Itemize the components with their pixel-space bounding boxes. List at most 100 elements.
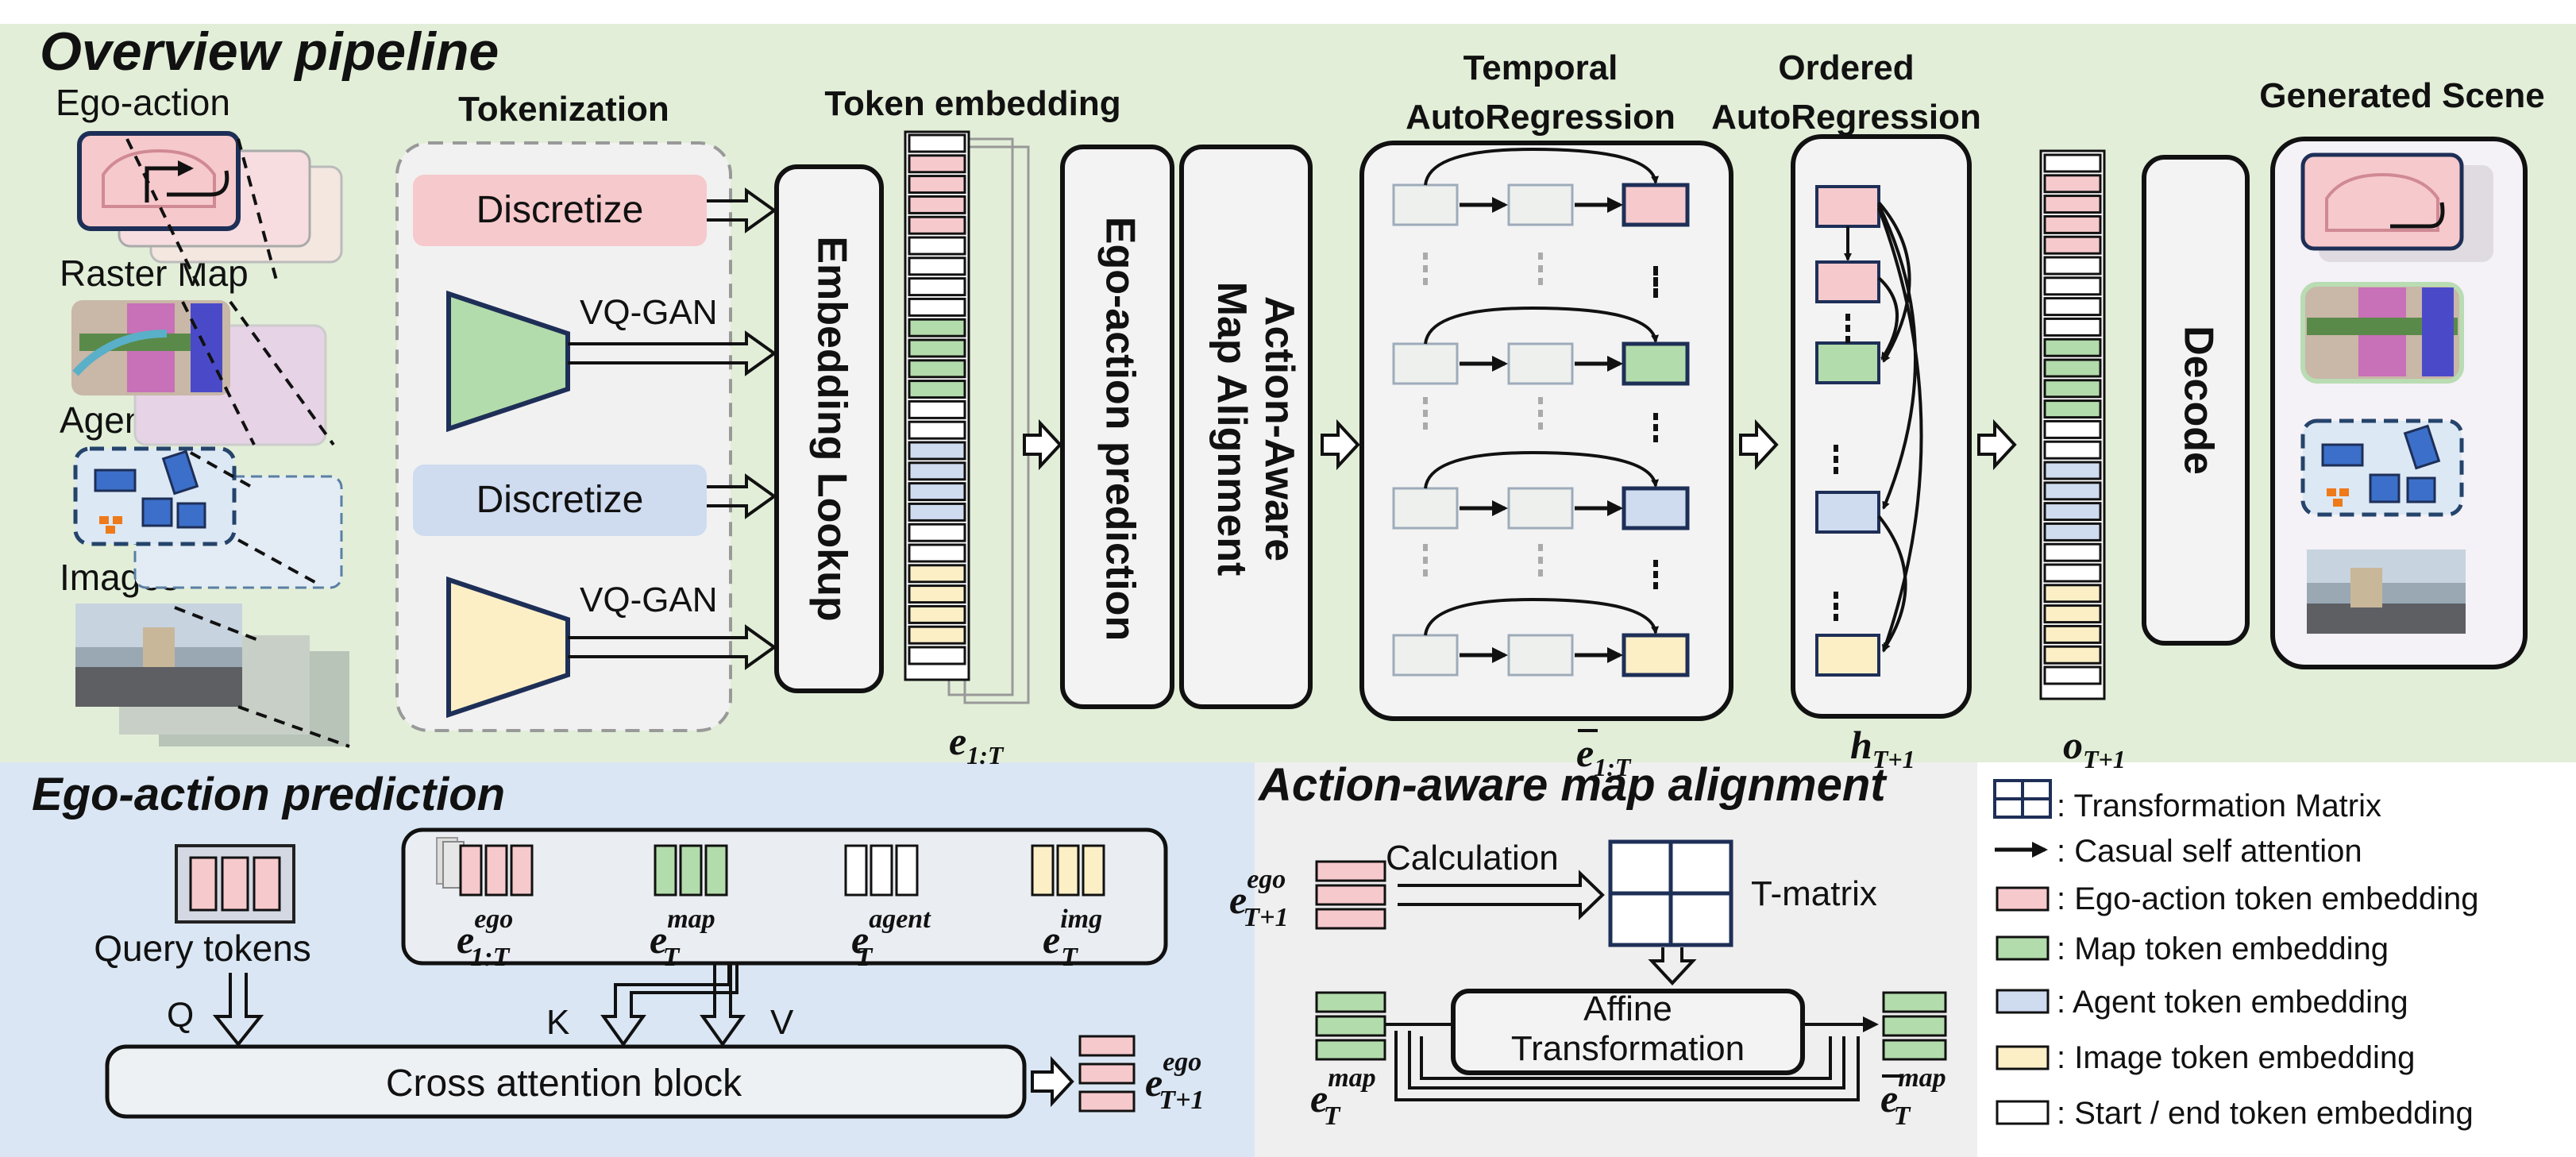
ellipsis-dot <box>1653 582 1658 589</box>
input-label-ego-action: Ego-action <box>56 82 230 123</box>
legend-ego: : Ego-action token embedding <box>2057 881 2478 916</box>
query-tokens-label: Query tokens <box>94 928 311 969</box>
token-cell <box>2043 461 2102 480</box>
ellipsis-dot <box>1538 422 1543 430</box>
legend-ego-swatch <box>1996 886 2050 912</box>
token-cell <box>908 277 966 297</box>
ellipsis-dot <box>1423 422 1428 430</box>
temporal-token-grid <box>1392 147 1690 677</box>
token-cell <box>2043 174 2102 194</box>
e-bar-1T-label: e1:T <box>1576 731 1632 781</box>
ellipsis-dot <box>1834 603 1838 610</box>
ellipsis-dot <box>1834 592 1838 599</box>
temporal-token <box>1507 634 1574 677</box>
o-T1-label: oT+1 <box>2063 723 2126 773</box>
discretize-box-ego <box>413 175 707 246</box>
ellipsis-dot <box>1834 467 1838 474</box>
ellipsis-dot <box>1423 410 1428 417</box>
ellipsis-dot <box>1653 268 1658 276</box>
token-cell <box>908 399 966 419</box>
token-cell <box>2043 235 2102 255</box>
ellipsis-dot <box>1845 325 1850 332</box>
tokenization-box <box>395 141 732 732</box>
generated-ego-action <box>2300 152 2493 262</box>
token-cell <box>908 297 966 317</box>
ego-prediction-output-tokens <box>1078 1035 1136 1113</box>
ellipsis-dot <box>1538 253 1543 260</box>
vqgan-label-map: VQ-GAN <box>580 293 718 332</box>
query-tokens-box <box>175 844 295 924</box>
token-cell <box>908 420 966 440</box>
token-cell <box>908 523 966 542</box>
legend-start-end-swatch <box>1996 1100 2050 1125</box>
t-matrix-label: T-matrix <box>1751 874 1877 913</box>
generated-raster-map <box>2300 282 2464 384</box>
legend-casual-attention: : Casual self attention <box>2057 834 2362 869</box>
v-label: V <box>770 1003 794 1042</box>
token-cell <box>908 236 966 256</box>
ego-action-prediction-block <box>1060 145 1174 709</box>
e1T-label: e1:T <box>949 719 1005 769</box>
t-matrix-down-arrow <box>1648 947 1697 985</box>
decode-block <box>2142 155 2250 646</box>
temporal-token <box>1507 487 1574 530</box>
ego-history-tokens <box>436 837 534 897</box>
token-cell <box>2043 379 2102 399</box>
flow-arrows <box>1023 418 2017 471</box>
ellipsis-dot <box>1538 397 1543 404</box>
temporal-token <box>1622 183 1690 227</box>
legend-image-swatch <box>1996 1045 2050 1070</box>
raster-map-input <box>71 300 335 446</box>
ordered-arrow <box>1877 515 1907 651</box>
temporal-skip-arrow <box>1424 450 1660 489</box>
ordered-token <box>1815 491 1880 534</box>
token-cell <box>908 482 966 502</box>
ellipsis-dot <box>1423 278 1428 285</box>
token-cell <box>908 461 966 481</box>
token-cell <box>2043 317 2102 337</box>
ellipsis-dot <box>1423 569 1428 577</box>
token-cell <box>2043 276 2102 296</box>
ellipsis-dot <box>1423 265 1428 272</box>
ellipsis-dot <box>1845 314 1850 321</box>
token-cell <box>2043 399 2102 419</box>
token-cell <box>908 338 966 358</box>
token-cell <box>2043 153 2102 173</box>
ellipsis-dot <box>1653 280 1658 287</box>
token-cell <box>908 133 966 153</box>
token-cell <box>2043 195 2102 214</box>
token-cell <box>2043 297 2102 317</box>
ordered-arrow <box>1877 201 1911 363</box>
legend-map-swatch <box>1996 935 2050 961</box>
ordered-arrow <box>1877 207 1923 653</box>
action-aware-map-alignment-block <box>1179 145 1313 709</box>
ego-action-prediction-label: Ego-action prediction <box>1097 217 1143 641</box>
token-cell <box>908 380 966 399</box>
token-embedding-title: Token embedding <box>824 84 1120 123</box>
map-output-tokens <box>1882 991 1947 1061</box>
temporal-token <box>1392 342 1459 385</box>
agents-input <box>73 446 343 589</box>
token-cell <box>908 256 966 276</box>
ellipsis-dot <box>1834 445 1838 452</box>
token-cell <box>908 441 966 461</box>
token-cell <box>2043 604 2102 624</box>
ellipsis-dot <box>1423 544 1428 551</box>
ellipsis-dot <box>1653 435 1658 442</box>
h-T1-label: hT+1 <box>1850 723 1915 773</box>
token-cell <box>908 604 966 624</box>
temporal-token <box>1392 634 1459 677</box>
token-cell <box>2043 358 2102 378</box>
legend-agent: : Agent token embedding <box>2057 985 2408 1020</box>
token-cell <box>2043 214 2102 234</box>
token-cell <box>2043 624 2102 644</box>
calculation-arrow <box>1398 870 1605 920</box>
token-cell <box>2043 337 2102 357</box>
ellipsis-dot <box>1538 410 1543 417</box>
map-alignment-panel <box>1255 762 1977 1157</box>
vqgan-encoder-map <box>446 290 570 433</box>
